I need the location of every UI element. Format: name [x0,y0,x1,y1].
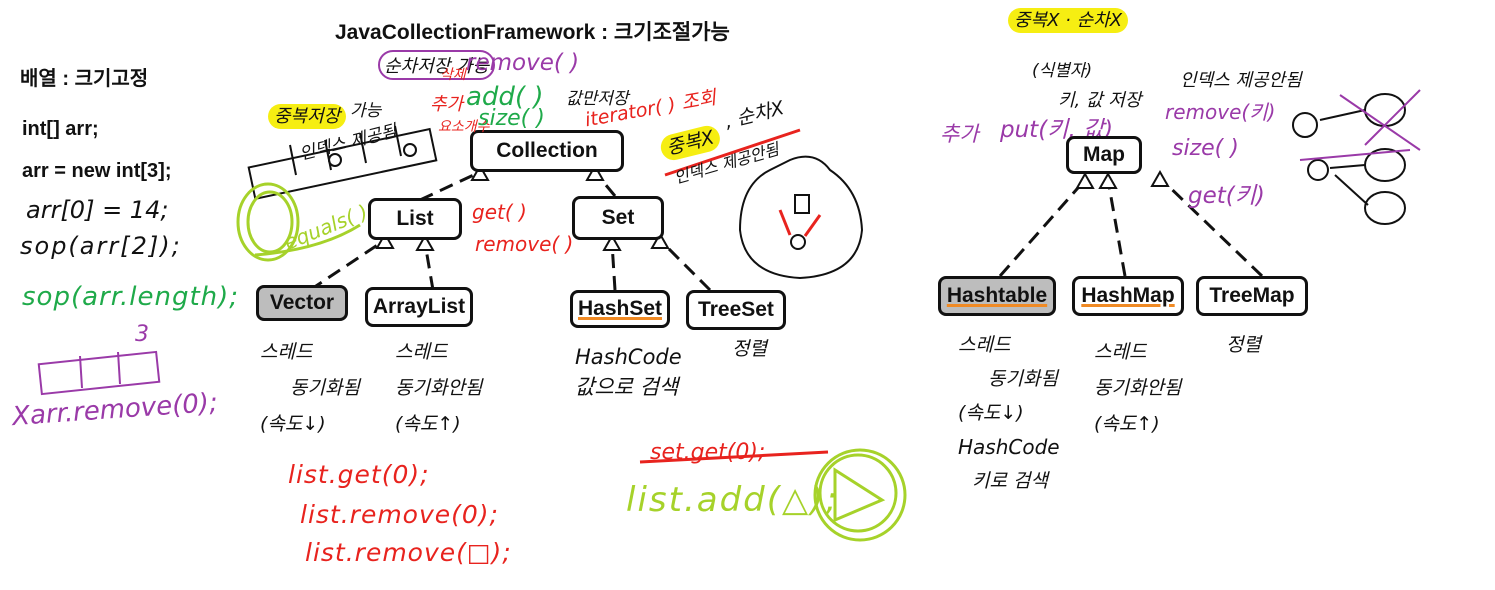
node-arraylist: ArrayList [365,287,473,327]
arraylist-desc-3: (속도↑) [395,413,461,435]
node-map: Map [1066,136,1142,174]
note-remove-call: remove( ) [466,50,580,76]
hashtable-desc-4: HashCode [958,435,1060,459]
arraylist-desc-2: 동기화안됨 [395,377,483,399]
map-remove-call: remove(키) [1165,100,1276,124]
edge-hashset-set [610,242,617,291]
hashset-desc: HashCode 값으로 검색 [575,342,682,402]
vector-desc-2: 동기화됨 [290,377,360,399]
arraylist-desc-1: 스레드 [395,341,448,363]
node-list: List [368,198,462,240]
note-dup-store: 중복저장 [268,102,347,129]
hashtable-desc-5: 키로 검색 [972,470,1048,492]
edge-vector-list [309,238,386,292]
edge-hashtable-map [998,179,1087,277]
hashtable-label: Hashtable [946,284,1048,307]
note-get-call: get( ) [472,200,527,224]
note-order-store: 순차저장 가능 [378,50,496,80]
framework-title: JavaCollectionFramework : 크기조절가능 [335,21,730,44]
hashmap-desc: 스레드 동기화안됨 (속도↑) [1094,334,1181,442]
map-index-not: 인덱스 제공안됨 [1180,70,1302,91]
note-add-label: 추가 [430,94,464,115]
hashmap-label: HashMap [1081,284,1175,307]
hand-code-2: sop(arr[2]); [20,232,182,260]
list-call-2: list.remove(0); [300,500,499,529]
note-possible: 가능 [350,101,382,121]
hashset-label: HashSet [577,297,663,320]
set-get-struck: set.get(0); [650,440,766,465]
map-key-note: (식별자) [1032,61,1093,81]
code-line-2: arr = new int[3]; [22,160,172,182]
note-count-label: 요소개수 [438,119,490,135]
treeset-desc: 정렬 [732,338,767,360]
note-remove-call2: remove( ) [475,232,574,256]
hashset-desc-2: 값으로 검색 [575,375,679,399]
hashtable-desc-3: (속도↓) [958,402,1024,424]
vector-desc: 스레드 동기화됨 (속도↓) [260,334,360,442]
hashtable-desc-2: 동기화됨 [988,368,1058,390]
map-top-note: 중복X · 순차X [1008,6,1129,33]
edge-list-collection [419,170,481,202]
list-call-1: list.get(0); [288,460,430,489]
note-delete-label: 삭제 [440,67,466,83]
hashtable-desc: 스레드 동기화됨 (속도↓) HashCode 키로 검색 [958,328,1060,498]
edge-treemap-map [1158,176,1264,278]
hashset-desc-1: HashCode [575,345,682,369]
note-value-only: 값만저장 [566,89,629,109]
node-treeset: TreeSet [686,290,786,330]
hashmap-desc-1: 스레드 [1094,341,1147,363]
map-key-value: 키, 값 저장 [1058,90,1142,111]
arraylist-desc: 스레드 동기화안됨 (속도↑) [395,334,482,442]
length-line: sop(arr.length); [22,282,240,312]
vector-desc-3: (속도↓) [260,413,326,435]
edge-arraylist-list [423,242,435,291]
node-vector: Vector [256,285,348,321]
node-set: Set [572,196,664,240]
treemap-desc: 정렬 [1226,334,1261,356]
hashtable-desc-1: 스레드 [958,334,1011,356]
node-hashset: HashSet [570,290,670,328]
list-add: list.add(△); [626,480,839,520]
length-result: 3 [135,322,149,347]
list-call-3: list.remove(□); [305,538,512,567]
array-title: 배열 : 크기고정 [20,68,149,90]
edge-treeset-set [658,238,712,292]
note-size-call: size( ) [478,106,545,131]
hashmap-desc-3: (속도↑) [1094,413,1160,435]
node-treemap: TreeMap [1196,276,1308,316]
code-line-1: int[] arr; [22,118,99,140]
map-get-call: get(키) [1188,183,1265,209]
hand-code-1: arr[0] = 14; [26,196,169,224]
vector-desc-1: 스레드 [260,341,313,363]
map-size-call: size( ) [1172,136,1239,161]
node-hashmap: HashMap [1072,276,1184,316]
map-add-label: 추가 [940,122,979,146]
edge-hashmap-map [1106,179,1127,277]
hashmap-desc-2: 동기화안됨 [1094,377,1182,399]
node-hashtable: Hashtable [938,276,1056,316]
node-collection: Collection [470,130,624,172]
note-add-call: add( ) [466,82,544,112]
